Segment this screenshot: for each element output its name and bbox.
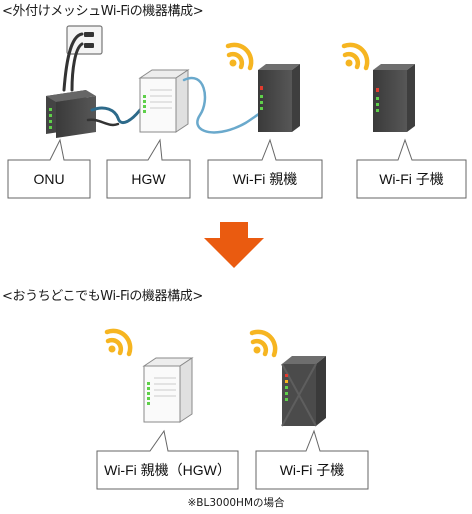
callout-wifi-parent [207, 138, 323, 199]
label-hgw: HGW [131, 171, 166, 187]
callout-hgw [106, 138, 191, 199]
label-wifi-parent: Wi-Fi 親機 [232, 171, 298, 187]
down-arrow-icon [204, 222, 264, 268]
onu-hgw-cables [86, 106, 142, 127]
wifi-signal-icon [225, 42, 254, 71]
label-wifi-parent-hgw: Wi-Fi 親機（HGW） [104, 462, 231, 478]
label-wifi-child-bottom: Wi-Fi 子機 [279, 462, 345, 478]
callout-wifi-parent-hgw [96, 429, 239, 490]
callout-wifi-child-bottom [255, 429, 369, 490]
label-onu: ONU [33, 171, 65, 187]
wifi-parent-device-icon [258, 64, 300, 132]
hgw-parent-cable [182, 76, 264, 134]
section-title-external: <外付けメッシュWi-Fiの機器構成> [2, 4, 204, 19]
footnote: ※BL3000HMの場合 [187, 497, 285, 509]
onu-device-icon [46, 90, 96, 138]
wifi-signal-icon [104, 328, 133, 357]
wifi-parent-hgw-device-icon [142, 357, 194, 423]
wall-outlet-icon [66, 25, 103, 55]
wifi-signal-icon [341, 42, 370, 71]
wifi-child-bl3000hm-device-icon [281, 356, 326, 427]
wifi-signal-icon [249, 329, 278, 358]
callout-wifi-child [356, 138, 467, 199]
label-wifi-child: Wi-Fi 子機 [379, 171, 444, 187]
hgw-device-icon [138, 69, 190, 133]
wifi-child-device-icon [373, 64, 415, 132]
outlet-cables [62, 32, 84, 92]
callout-onu [7, 138, 91, 199]
section-title-integrated: <おうちどこでもWi-Fiの機器構成> [2, 289, 203, 304]
